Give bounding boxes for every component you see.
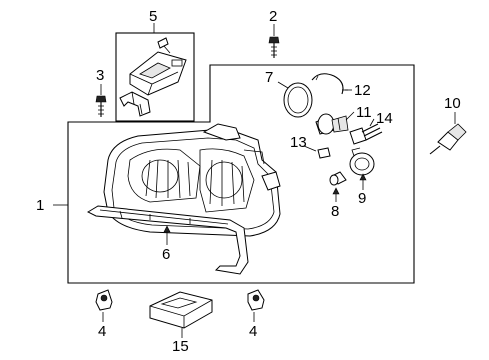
fog-bulb (429, 123, 467, 155)
callout-14: 14 (376, 110, 393, 127)
callout-8: 8 (331, 203, 339, 220)
callout-15: 15 (172, 338, 189, 355)
leader-9-arrow (359, 173, 367, 181)
retaining-clip (311, 73, 348, 95)
headlamp-housing (103, 123, 281, 237)
callout-11: 11 (356, 104, 372, 121)
ballast-box (115, 32, 195, 122)
callout-4-left: 4 (98, 323, 106, 340)
callout-6: 6 (162, 246, 170, 263)
callout-2: 2 (269, 8, 277, 25)
leader-8-arrow (332, 187, 340, 195)
leader-6-arrow (163, 225, 171, 233)
headlamp-bulb (315, 113, 349, 135)
ballast-control-unit (129, 37, 187, 96)
callout-13: 13 (290, 134, 307, 151)
ballast-bracket (119, 91, 151, 117)
callout-1: 1 (36, 197, 44, 214)
bulb-socket (349, 123, 383, 145)
leader-11 (345, 111, 355, 121)
mount-bracket-left (95, 289, 113, 311)
screw-3 (95, 84, 107, 117)
leader-14 (369, 118, 375, 127)
marker-bulb (303, 145, 331, 159)
control-module (149, 291, 213, 329)
callout-7: 7 (265, 69, 273, 86)
callout-5: 5 (149, 8, 157, 25)
lower-trim-strip (86, 205, 249, 275)
callout-3: 3 (96, 67, 104, 84)
callout-12: 12 (354, 82, 371, 99)
mount-bracket-right (247, 289, 265, 311)
callout-4-right: 4 (249, 323, 257, 340)
callout-10: 10 (444, 95, 461, 112)
assembly-frame (67, 64, 415, 284)
bulb-cover-ring (277, 81, 313, 118)
side-bulb (329, 171, 347, 186)
screw-2 (268, 24, 280, 58)
callout-9: 9 (358, 190, 366, 207)
cover-cap (349, 147, 375, 176)
